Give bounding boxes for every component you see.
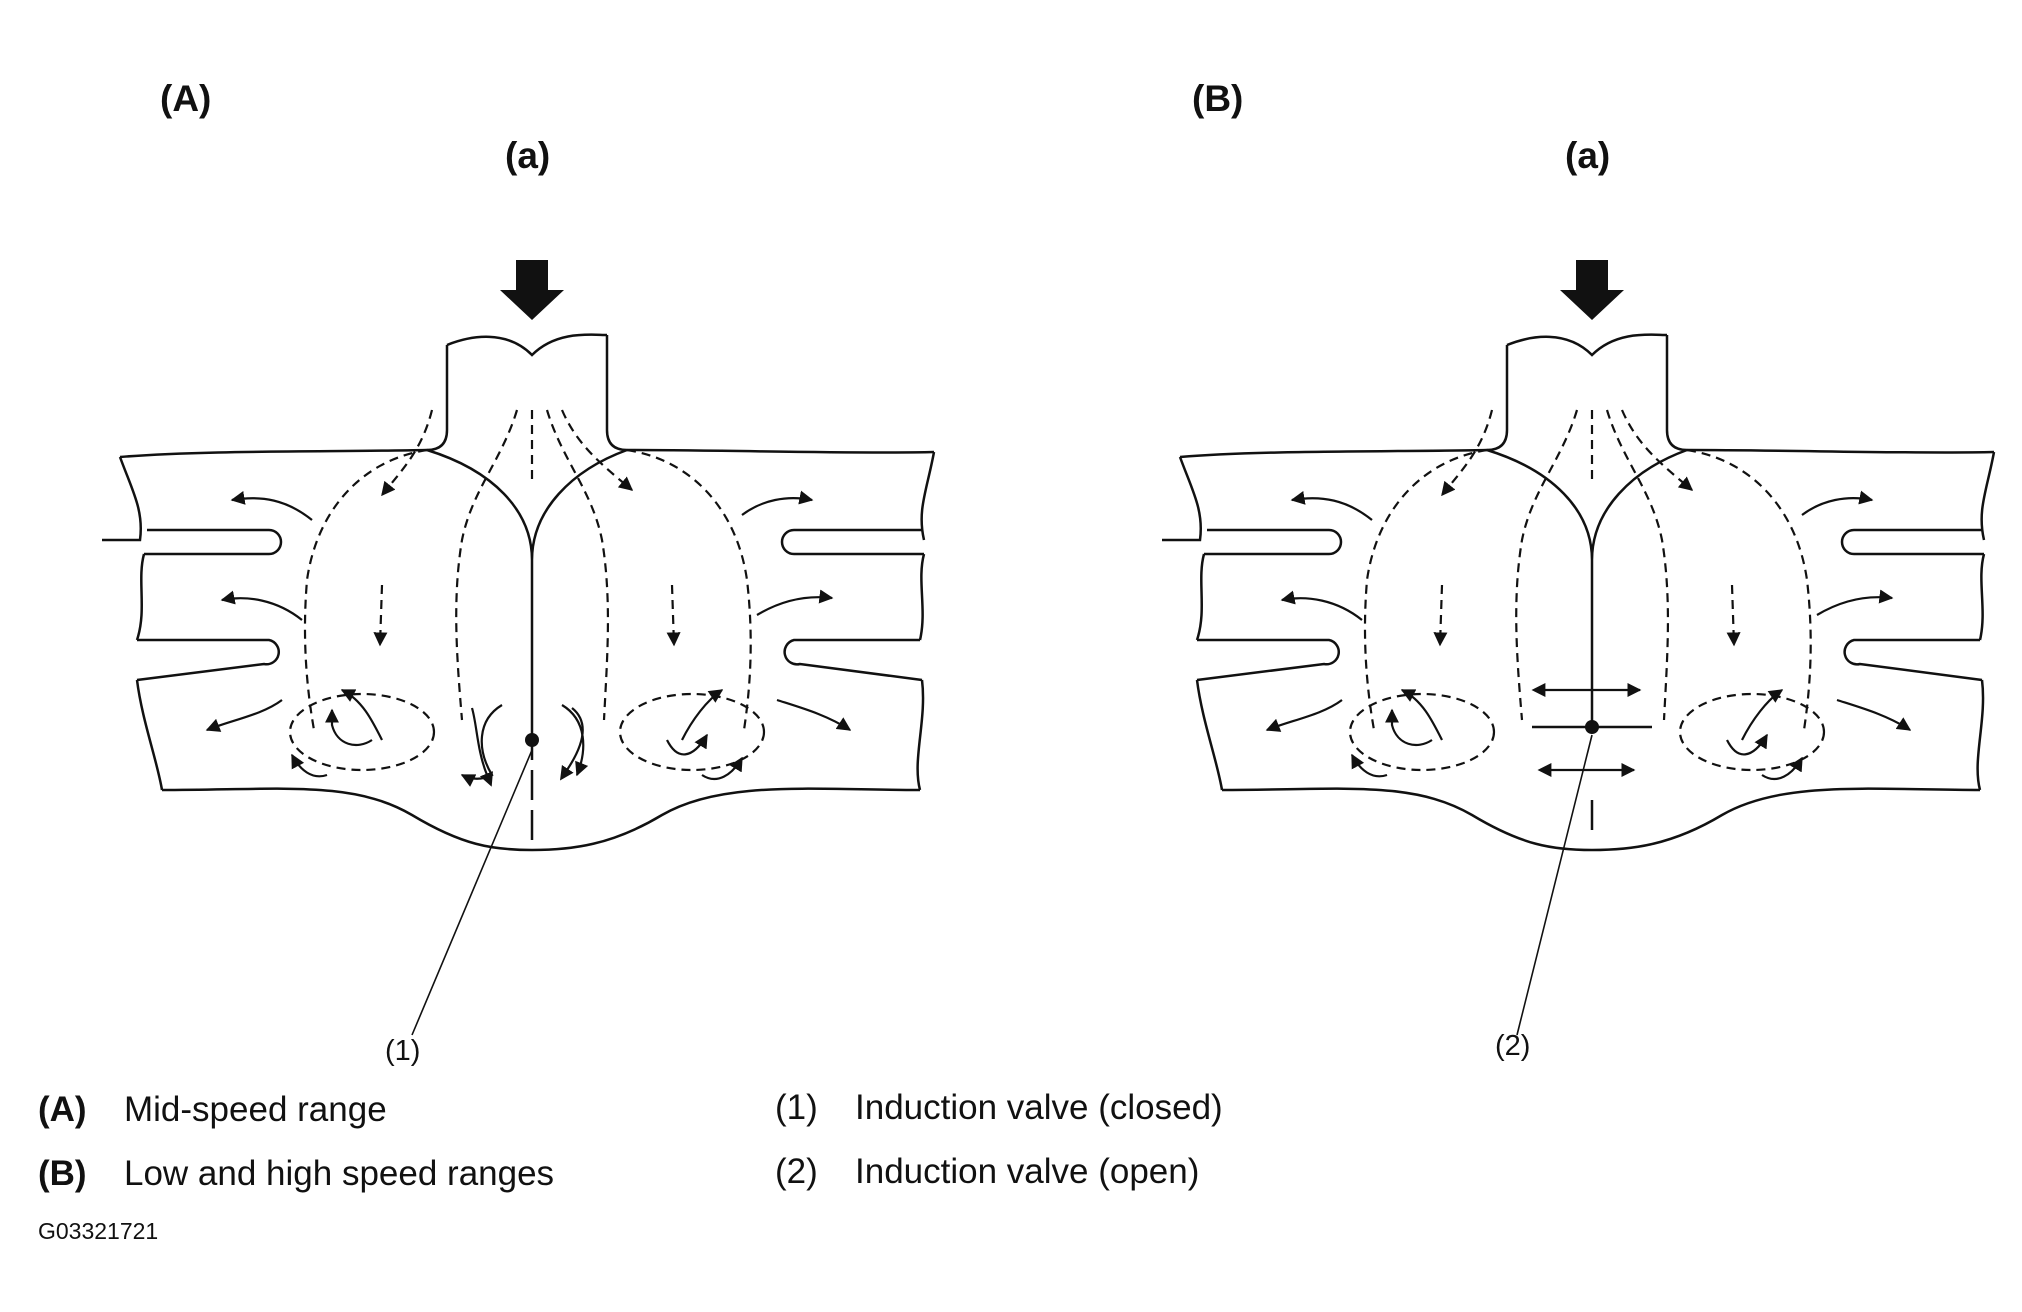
inlet-arrow-a xyxy=(500,260,564,320)
legend-key-b: (B) xyxy=(38,1154,87,1193)
legend-text-1: Induction valve (closed) xyxy=(855,1088,1223,1127)
legend-key-2: (2) xyxy=(775,1152,818,1191)
panel-a-label: (A) xyxy=(160,78,212,119)
callout-1: (1) xyxy=(385,1035,421,1067)
legend-text-a: Mid-speed range xyxy=(124,1090,387,1129)
inlet-label-b: (a) xyxy=(1565,135,1611,176)
panel-b-diagram xyxy=(1162,260,1994,1036)
legend-key-a: (A) xyxy=(38,1090,87,1129)
legend-text-2: Induction valve (open) xyxy=(855,1152,1200,1191)
legend-text-b: Low and high speed ranges xyxy=(124,1154,555,1193)
leader-line-2 xyxy=(1516,734,1593,1036)
callout-2: (2) xyxy=(1495,1030,1531,1062)
leader-line-1 xyxy=(411,749,533,1036)
panel-a-diagram xyxy=(102,260,934,1036)
inlet-arrow-b xyxy=(1560,260,1624,320)
figure-id: G03321721 xyxy=(38,1218,159,1244)
panel-b-label: (B) xyxy=(1192,78,1244,119)
inlet-label-a: (a) xyxy=(505,135,551,176)
legend-key-1: (1) xyxy=(775,1088,818,1127)
